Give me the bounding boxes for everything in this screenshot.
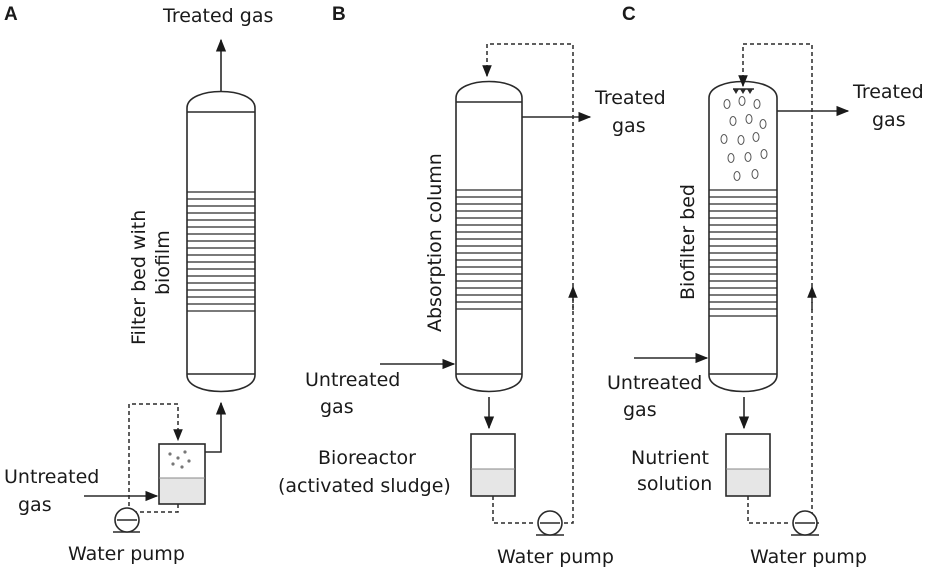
recirculation-top-b (482, 43, 574, 287)
recirculation-line-c (747, 496, 791, 524)
water-pump-b (536, 510, 564, 536)
treated-gas-label: Treated gas (162, 5, 273, 27)
untreated-gas-label-c-line2: gas (623, 399, 657, 421)
biofilter-tank (158, 443, 206, 505)
biofilter-bed-label: Biofilter bed (677, 184, 699, 300)
treated-gas-label-c-line2: gas (872, 109, 906, 131)
treated-gas-label-b-line2: gas (612, 115, 646, 137)
filter-bed-column (186, 90, 256, 393)
panel-a-letter: A (4, 4, 18, 25)
water-pump-c (791, 510, 819, 536)
panel-c: C (607, 4, 924, 568)
panel-b-letter: B (332, 4, 346, 25)
water-pump-label-a: Water pump (68, 543, 185, 565)
water-pump-a (113, 507, 140, 533)
packing-section (187, 191, 255, 312)
treated-gas-label-b-line1: Treated (594, 87, 666, 109)
recirculation-line-b (492, 496, 536, 524)
filter-bed-label-line2: biofilm (152, 230, 174, 295)
recirculation-top-c (738, 43, 813, 287)
absorption-column (455, 80, 523, 393)
panel-c-letter: C (622, 4, 636, 25)
water-pump-label-b: Water pump (497, 546, 614, 568)
recirculation-return-b (564, 290, 574, 524)
spray-nozzle (733, 88, 754, 94)
nutrient-label-line1: Nutrient (631, 447, 709, 469)
treated-gas-label-c-line1: Treated (852, 81, 924, 103)
untreated-gas-label-c-line1: Untreated (607, 372, 702, 394)
untreated-gas-label-a-line1: Untreated (4, 466, 99, 488)
water-droplets (720, 96, 768, 181)
water-pump-label-c: Water pump (750, 546, 867, 568)
filter-bed-label-line1: Filter bed with (128, 210, 150, 345)
biofilter-column (708, 80, 778, 393)
recirculation-line-a (128, 403, 183, 513)
untreated-gas-label-a-line2: gas (18, 494, 52, 516)
untreated-gas-label-b-line1: Untreated (305, 369, 400, 391)
tank-to-column-line (205, 401, 227, 453)
packing-section-c (709, 189, 777, 317)
panel-b: B (278, 4, 666, 568)
bioreactor-label-line1: Bioreactor (318, 447, 416, 469)
nutrient-tank (725, 433, 771, 497)
bioreactor-tank (470, 433, 516, 497)
nutrient-label-line2: solution (637, 473, 712, 495)
panel-a: A (4, 4, 273, 565)
absorption-column-label: Absorption column (424, 153, 446, 332)
recirculation-return-c (811, 290, 819, 524)
packing-section-b (456, 189, 522, 310)
bioreactor-label-line2: (activated sludge) (278, 475, 451, 497)
untreated-gas-label-b-line2: gas (320, 396, 354, 418)
